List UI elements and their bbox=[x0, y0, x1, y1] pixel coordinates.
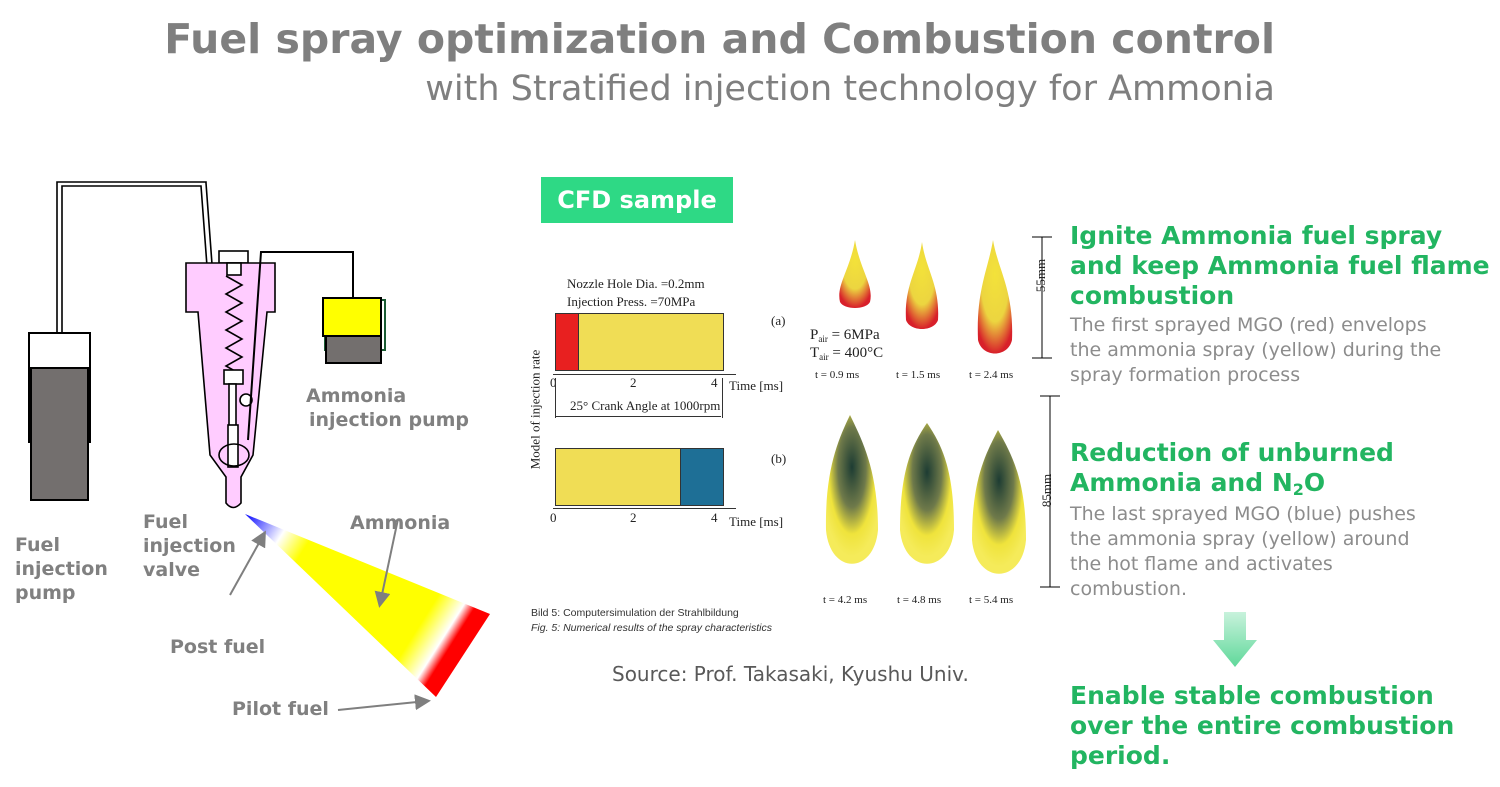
spray-a-0.9ms bbox=[839, 240, 871, 308]
ammonia-pipe bbox=[247, 251, 354, 441]
tick-b-4: 4 bbox=[711, 510, 718, 525]
cfd-sample-badge: CFD sample bbox=[541, 177, 733, 223]
spray-simulation-images bbox=[825, 236, 1060, 588]
nozzle-text: Nozzle Hole Dia. =0.2mm bbox=[567, 276, 705, 291]
case-b-label: (b) bbox=[771, 451, 787, 466]
point-2-title: Reduction of unburned Ammonia and N2O bbox=[1070, 438, 1394, 499]
time-axis-b bbox=[553, 508, 736, 509]
tick-a-2: 2 bbox=[630, 375, 637, 390]
label-post-fuel: Post fuel bbox=[170, 636, 266, 658]
down-arrow-icon bbox=[1213, 612, 1257, 667]
injection-system-diagram bbox=[28, 181, 490, 711]
time-b-3: t = 5.4 ms bbox=[969, 594, 1014, 606]
pilot-fuel-arrow bbox=[337, 694, 431, 711]
xlabel-a: Time [ms] bbox=[729, 378, 784, 393]
fuel-injection-pump bbox=[28, 332, 91, 501]
source-credit: Source: Prof. Takasaki, Kyushu Univ. bbox=[612, 662, 969, 686]
injection-rate-ylabel: Model of injection rate bbox=[527, 349, 543, 470]
time-b-2: t = 4.8 ms bbox=[897, 594, 942, 606]
xlabel-b: Time [ms] bbox=[729, 514, 784, 529]
caption-english: Fig. 5: Numerical results of the spray c… bbox=[531, 622, 772, 634]
tick-a-4: 4 bbox=[711, 375, 718, 390]
tick-b-2: 2 bbox=[630, 510, 637, 525]
spray-b-4.8ms bbox=[900, 423, 954, 564]
label-ammonia: Ammonia bbox=[350, 512, 451, 534]
ammonia-injection-pump bbox=[322, 297, 386, 364]
slide-subtitle: with Stratified injection technology for… bbox=[425, 69, 1275, 109]
spray-b-5.4ms bbox=[972, 430, 1026, 574]
tick-a-0: 0 bbox=[550, 375, 557, 390]
time-a-1: t = 0.9 ms bbox=[815, 369, 860, 381]
caption-german: Bild 5: Computersimulation der Strahlbil… bbox=[531, 607, 739, 619]
air-conditions: Pair = 6MPa Tair = 400°C bbox=[810, 327, 884, 362]
post-fuel-arrow bbox=[229, 530, 266, 596]
post-injection-segment bbox=[680, 449, 723, 505]
scale-bars bbox=[1032, 236, 1060, 588]
crank-angle-text: 25° Crank Angle at 1000rpm bbox=[570, 398, 721, 413]
fuel-injection-valve bbox=[185, 250, 276, 509]
spray-a-2.4ms bbox=[977, 240, 1013, 354]
case-a-label: (a) bbox=[771, 313, 786, 328]
spray-a-1.5ms bbox=[905, 242, 939, 329]
spray-plume bbox=[245, 514, 490, 697]
spray-b-4.2ms bbox=[825, 415, 878, 564]
pressure-text: Injection Press. =70MPa bbox=[567, 294, 696, 309]
pilot-injection-segment bbox=[556, 314, 579, 370]
injection-rate-bar-b bbox=[555, 448, 724, 506]
tick-b-0: 0 bbox=[550, 510, 557, 525]
label-pilot-fuel: Pilot fuel bbox=[232, 698, 329, 720]
time-axis-a bbox=[553, 374, 736, 375]
ammonia-arrow bbox=[374, 518, 399, 608]
crank-angle-arrow bbox=[556, 416, 721, 417]
injection-rate-bar-a bbox=[555, 313, 724, 371]
time-a-2: t = 1.5 ms bbox=[896, 369, 941, 381]
time-b-1: t = 4.2 ms bbox=[823, 594, 868, 606]
scale-85mm: 85mm bbox=[1039, 473, 1055, 508]
slide-title: Fuel spray optimization and Combustion c… bbox=[164, 15, 1275, 63]
scale-55mm: 55mm bbox=[1033, 258, 1049, 293]
time-a-3: t = 2.4 ms bbox=[969, 369, 1014, 381]
